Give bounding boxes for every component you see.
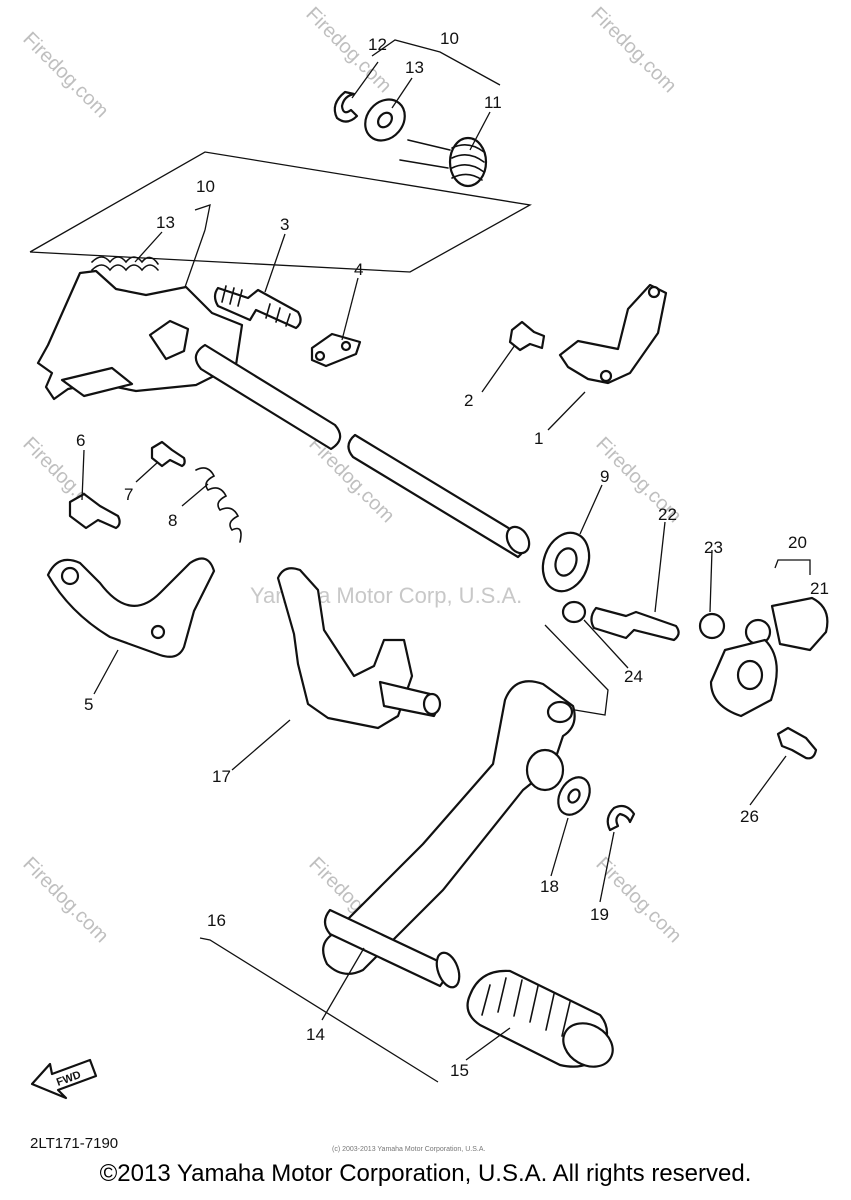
callout-22: 21 — [810, 579, 829, 598]
leader-lines — [81, 61, 787, 1061]
callout-9: 9 — [600, 467, 609, 486]
callout-26: 26 — [740, 807, 759, 826]
drawing-code: 2LT171-7190 — [30, 1135, 118, 1152]
callout-18: 17 — [212, 767, 231, 786]
shift-arm-assembly — [36, 269, 244, 401]
callout-12: 11 — [484, 93, 502, 112]
callout-7: 7 — [124, 485, 133, 504]
callout-24: 23 — [704, 538, 723, 557]
callout-14: 13 — [405, 58, 424, 77]
part-4-plate — [310, 332, 362, 368]
part-9-seal — [541, 531, 591, 593]
callout-8: 8 — [168, 511, 177, 530]
callout-labels: 12 10 13 11 10 13 3 4 2 1 6 7 8 9 22 23 … — [76, 29, 829, 1080]
part-19-washer — [557, 776, 591, 816]
part-8-spring — [195, 467, 242, 543]
watermark-site: Firedog.com — [591, 853, 685, 947]
watermark-site: Firedog.com — [18, 28, 112, 122]
part-11-spring — [91, 256, 159, 272]
callout-1: 1 — [534, 429, 543, 448]
part-1-lever — [558, 283, 668, 385]
shift-shaft — [194, 343, 531, 559]
callout-10-left: 10 — [196, 177, 215, 196]
part-17-pedal-arm — [322, 680, 576, 975]
fwd-arrow-icon: FWD — [30, 1058, 98, 1100]
callout-10-top: 10 — [440, 29, 459, 48]
callout-23: 22 — [658, 505, 677, 524]
callout-17: 16 — [207, 911, 226, 930]
callout-6: 6 — [76, 431, 85, 450]
callout-25: 24 — [624, 667, 643, 686]
part-7-bolt — [150, 440, 186, 468]
watermark-site: Firedog.com — [586, 3, 680, 97]
callout-19: 18 — [540, 877, 559, 896]
callout-5: 5 — [84, 695, 93, 714]
part-16-rubber — [466, 969, 614, 1068]
callout-4: 4 — [354, 260, 363, 279]
part-21-22-joint — [709, 596, 829, 718]
callout-20: 19 — [590, 905, 609, 924]
callout-3: 3 — [280, 215, 289, 234]
part-24-nut — [698, 612, 726, 640]
part-13-circlip — [333, 90, 359, 123]
part-25-nut — [561, 600, 587, 624]
part-12-spring — [399, 136, 488, 188]
part-23-rod — [590, 606, 680, 642]
part-3-stud-bolt — [213, 285, 302, 330]
callout-13: 12 — [368, 35, 387, 54]
part-2-bolt — [508, 320, 546, 352]
callout-11: 13 — [156, 213, 175, 232]
group-brackets — [29, 39, 811, 1083]
part-26-bolt — [776, 726, 818, 760]
callout-2: 2 — [464, 391, 473, 410]
part-14-washer — [364, 98, 406, 142]
part-20-circlip — [606, 804, 636, 832]
callout-21: 20 — [788, 533, 807, 552]
callout-15: 14 — [306, 1025, 325, 1044]
watermark-site: Firedog.com — [18, 853, 112, 947]
small-copyright: (c) 2003-2013 Yamaha Motor Corporation, … — [332, 1146, 485, 1153]
callout-16: 15 — [450, 1061, 469, 1080]
part-6-bolt — [68, 492, 121, 530]
footer-copyright: ©2013 Yamaha Motor Corporation, U.S.A. A… — [99, 1160, 752, 1187]
part-18-lever — [276, 567, 442, 730]
part-5-lever — [46, 557, 216, 658]
part-15-peg-shaft — [323, 908, 461, 989]
